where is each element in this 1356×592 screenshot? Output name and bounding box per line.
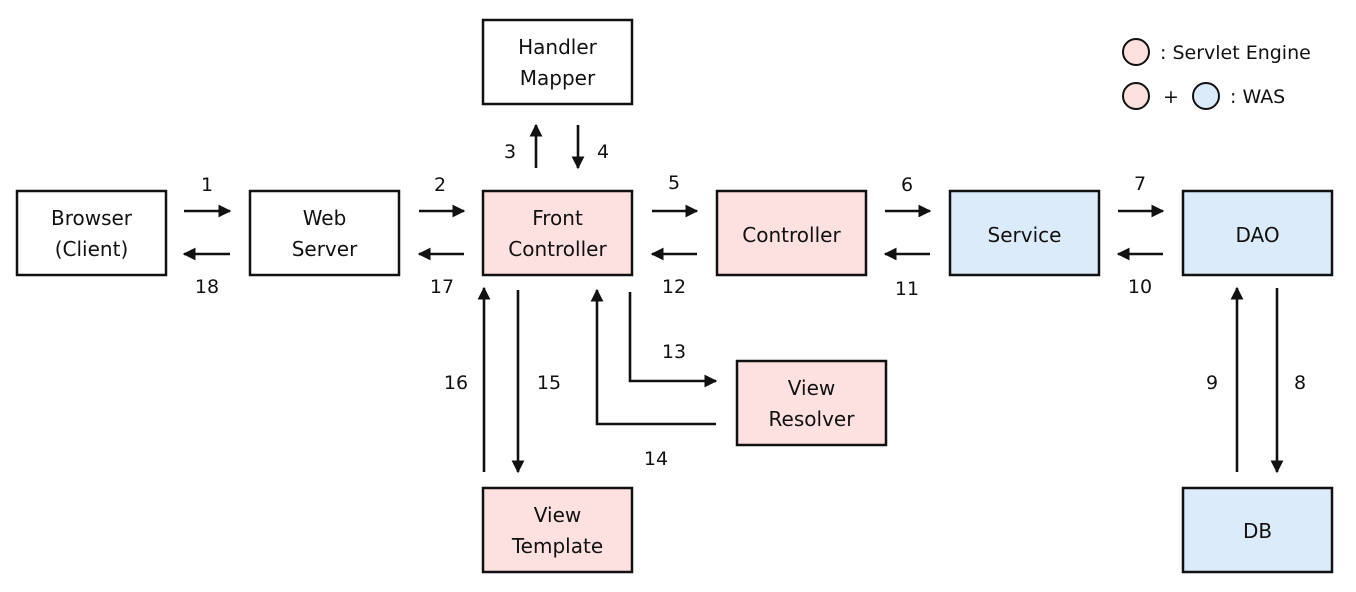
edge-label-4: 4 — [597, 141, 609, 163]
edge-label-14: 14 — [644, 448, 668, 470]
node-front-controller-line-1: Front — [532, 206, 583, 230]
node-controller: Controller — [715, 189, 868, 277]
edge-label-9: 9 — [1206, 372, 1218, 394]
edge-labels: 1 2 3 4 5 6 7 8 9 10 11 12 13 14 15 16 1… — [195, 141, 1306, 470]
node-front-controller-line-2: Controller — [508, 237, 607, 261]
arrow-14 — [590, 288, 716, 426]
edge-label-6: 6 — [901, 174, 913, 196]
edge-label-5: 5 — [668, 172, 680, 194]
edge-label-16: 16 — [444, 372, 468, 394]
node-view-resolver: View Resolver — [735, 359, 888, 447]
legend-was-swatch — [1192, 82, 1220, 110]
legend-servlet-engine-label: : Servlet Engine — [1160, 42, 1311, 64]
node-dao-line-1: DAO — [1235, 223, 1279, 247]
legend-was-servlet-swatch — [1122, 82, 1150, 110]
node-service-line-1: Service — [988, 223, 1062, 247]
node-handler-mapper: Handler Mapper — [481, 18, 634, 106]
node-web-server-line-1: Web — [303, 206, 347, 230]
node-view-template-line-2: Template — [511, 534, 603, 558]
node-db-line-1: DB — [1243, 519, 1272, 543]
legend-plus: + — [1163, 86, 1179, 108]
arrow-13 — [628, 292, 718, 388]
edge-label-17: 17 — [430, 276, 454, 298]
node-view-resolver-line-1: View — [788, 376, 835, 400]
edge-label-12: 12 — [662, 276, 686, 298]
edge-label-8: 8 — [1294, 372, 1306, 394]
node-web-server-line-2: Server — [292, 237, 358, 261]
node-handler-mapper-line-1: Handler — [518, 35, 598, 59]
node-front-controller: Front Controller — [481, 189, 634, 277]
node-handler-mapper-line-2: Mapper — [520, 66, 596, 90]
edge-label-2: 2 — [434, 174, 446, 196]
node-controller-line-1: Controller — [742, 223, 841, 247]
node-browser-line-2: (Client) — [55, 237, 129, 261]
edge-label-13: 13 — [662, 341, 686, 363]
node-web-server: Web Server — [248, 189, 401, 277]
edge-label-11: 11 — [895, 278, 919, 300]
node-browser-line-1: Browser — [51, 206, 133, 230]
node-browser: Browser (Client) — [15, 189, 168, 277]
node-service: Service — [948, 189, 1101, 277]
edge-label-10: 10 — [1128, 276, 1152, 298]
node-dao: DAO — [1181, 189, 1334, 277]
edges — [182, 123, 1284, 474]
edge-label-15: 15 — [537, 372, 561, 394]
node-view-template-line-1: View — [534, 503, 581, 527]
legend-servlet-engine-swatch — [1122, 38, 1150, 66]
edge-label-18: 18 — [195, 276, 219, 298]
edge-label-7: 7 — [1134, 173, 1146, 195]
edge-label-1: 1 — [201, 174, 213, 196]
legend-was-label: : WAS — [1230, 86, 1285, 108]
legend: : Servlet Engine + : WAS — [1122, 38, 1311, 110]
node-db: DB — [1181, 486, 1334, 574]
node-view-template: View Template — [481, 486, 634, 574]
edge-label-3: 3 — [504, 141, 516, 163]
node-view-resolver-line-2: Resolver — [769, 407, 856, 431]
